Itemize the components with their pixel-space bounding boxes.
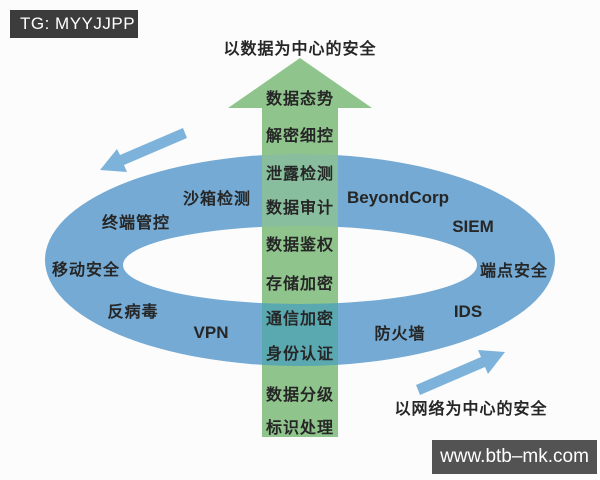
ring-back-band-tint [262, 150, 338, 234]
ring-item-label: 沙箱检测 [182, 191, 252, 208]
arrow-item-label: 存储加密 [265, 276, 335, 293]
arrow-item-label: 通信加密 [265, 311, 335, 328]
ring-item-label: IDS [453, 302, 483, 321]
ring-item-label: SIEM [452, 217, 494, 236]
ring-front-band-overlap [262, 264, 338, 378]
ring-item-label: 反病毒 [107, 304, 159, 321]
ring-item-label: BeyondCorp [347, 188, 449, 207]
arrow-item-label: 数据鉴权 [265, 237, 335, 254]
watermark-bar: www.btb–mk.com [432, 440, 597, 474]
arrow-item-label: 身份认证 [265, 346, 335, 363]
ring-item-label: 防火墙 [374, 326, 426, 343]
watermark-url: www.btb–mk.com [440, 446, 589, 467]
data-centric-title: 以数据为中心的安全 [223, 41, 377, 58]
ring-item-label: 移动安全 [51, 262, 121, 279]
ring-item-label: 终端管控 [101, 215, 171, 232]
flow-arrow-right-icon [416, 350, 505, 395]
ring-item-label: VPN [193, 323, 229, 342]
telegram-badge-label: TG: MYYJJPP [20, 14, 136, 33]
ring-item-label: 端点安全 [479, 263, 549, 280]
network-ring-shape [45, 154, 555, 366]
arrow-item-label: 数据态势 [265, 91, 335, 108]
arrow-item-label: 解密细控 [265, 128, 335, 145]
arrow-item-label: 数据审计 [265, 200, 335, 217]
arrow-item-label: 标识处理 [265, 420, 335, 437]
network-centric-title: 以网络为中心的安全 [394, 401, 548, 418]
flow-arrow-left-icon [100, 128, 187, 172]
telegram-badge: TG: MYYJJPP [10, 10, 138, 38]
arrow-item-label: 数据分级 [265, 387, 335, 404]
arrow-item-label: 泄露检测 [265, 166, 335, 183]
